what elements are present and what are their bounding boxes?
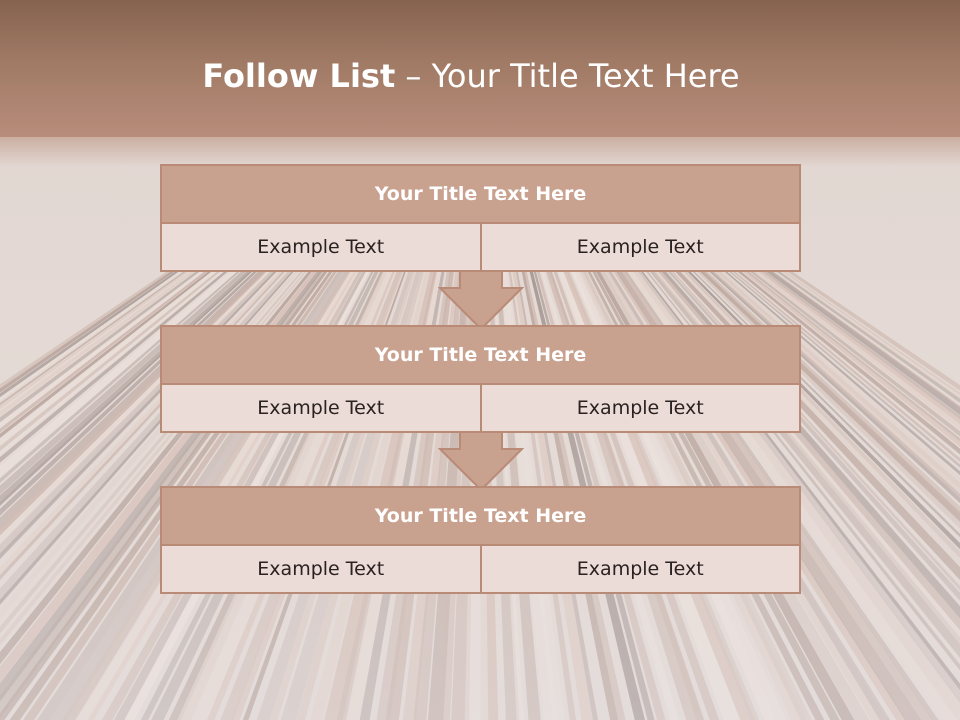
step-cell-right[interactable]: Example Text bbox=[479, 546, 799, 592]
step-cell-left[interactable]: Example Text bbox=[162, 224, 480, 270]
step-title[interactable]: Your Title Text Here bbox=[162, 488, 799, 546]
step-row: Example Text Example Text bbox=[162, 224, 799, 270]
step-cell-left[interactable]: Example Text bbox=[162, 385, 480, 431]
down-arrow-icon bbox=[438, 431, 524, 492]
step-title[interactable]: Your Title Text Here bbox=[162, 166, 799, 224]
step-box-2[interactable]: Your Title Text Here Example Text Exampl… bbox=[160, 325, 801, 433]
slide-title-rest: – Your Title Text Here bbox=[395, 57, 740, 95]
step-cell-right[interactable]: Example Text bbox=[479, 385, 799, 431]
step-box-3[interactable]: Your Title Text Here Example Text Exampl… bbox=[160, 486, 801, 594]
title-bar-shadow bbox=[0, 137, 960, 167]
slide-title[interactable]: Follow List – Your Title Text Here bbox=[0, 52, 942, 100]
step-title[interactable]: Your Title Text Here bbox=[162, 327, 799, 385]
step-cell-right[interactable]: Example Text bbox=[479, 224, 799, 270]
step-row: Example Text Example Text bbox=[162, 546, 799, 592]
down-arrow-icon bbox=[438, 270, 524, 331]
step-cell-left[interactable]: Example Text bbox=[162, 546, 480, 592]
step-row: Example Text Example Text bbox=[162, 385, 799, 431]
step-box-1[interactable]: Your Title Text Here Example Text Exampl… bbox=[160, 164, 801, 272]
slide-title-bold: Follow List bbox=[202, 57, 396, 95]
title-bar bbox=[0, 0, 960, 137]
